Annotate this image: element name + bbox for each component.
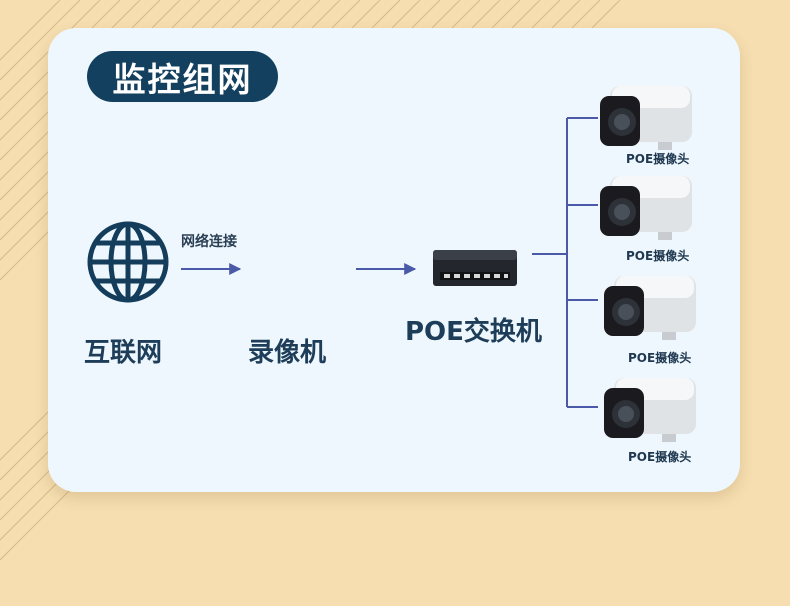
camera-4-label: POE摄像头 [628,450,692,464]
page-title: 监控组网 [87,51,278,102]
camera-2-label: POE摄像头 [626,249,690,263]
poe-switch-device [433,250,517,286]
camera-1-label: POE摄像头 [626,152,690,166]
camera-2-icon [600,176,692,240]
connection-label: 网络连接 [181,234,237,250]
switch-label: POE交换机 [405,317,542,347]
camera-4-icon [604,378,696,442]
recorder-label: 录像机 [248,338,327,368]
camera-3-icon [604,276,696,340]
internet-label: 互联网 [84,338,163,368]
globe-icon [87,221,169,303]
camera-1-icon [600,86,692,150]
switch-to-camera-lines [532,117,598,408]
camera-3-label: POE摄像头 [628,351,692,365]
